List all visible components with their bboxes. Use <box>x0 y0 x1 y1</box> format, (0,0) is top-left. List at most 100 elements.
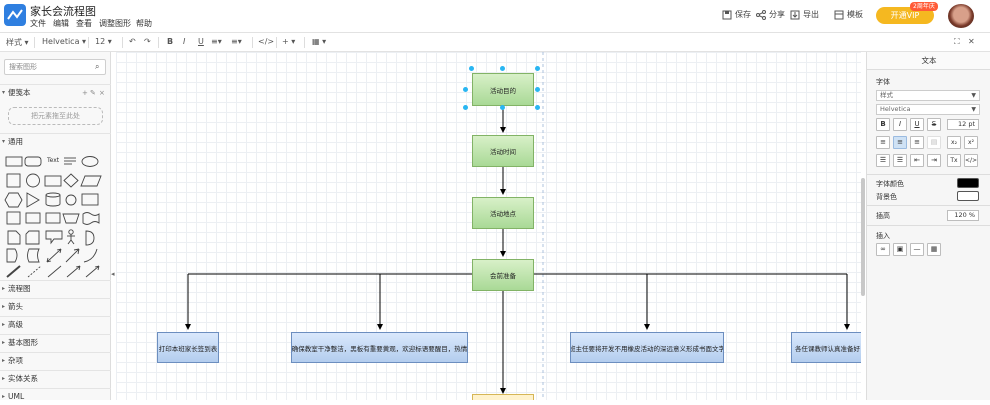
flow-node[interactable] <box>472 394 534 400</box>
style-dropdown[interactable]: 样式 ▾ <box>6 37 29 48</box>
edit-icon[interactable]: ✎ <box>90 89 96 97</box>
divider <box>867 174 990 175</box>
add-icon[interactable]: + <box>82 89 88 97</box>
fullscreen-icon[interactable]: ⛶ <box>954 37 960 46</box>
align-left-button[interactable]: ≡ <box>876 136 890 149</box>
resize-handle[interactable] <box>535 87 540 92</box>
font-color-swatch[interactable] <box>957 178 979 188</box>
section-flowchart[interactable]: ▸流程图 <box>0 280 111 296</box>
menu-file[interactable]: 文件 <box>30 19 46 28</box>
close-icon[interactable]: × <box>99 89 105 97</box>
section-notes[interactable]: ▾便笺本 + ✎ × <box>0 84 111 100</box>
export-button[interactable]: 导出 <box>790 9 819 20</box>
bold-icon[interactable]: B <box>167 37 174 46</box>
resize-handle[interactable] <box>469 66 474 71</box>
search-icon[interactable]: ⌕ <box>95 62 100 71</box>
clear-format-button[interactable]: Tx <box>947 154 961 167</box>
scratchpad-dropzone[interactable]: 把元素拖至此处 <box>8 107 103 125</box>
triangle-shape <box>26 192 40 208</box>
indent-button[interactable]: ⇥ <box>927 154 941 167</box>
section-basic[interactable]: ▸基本图形 <box>0 334 111 350</box>
italic-icon[interactable]: I <box>183 37 186 46</box>
resize-handle[interactable] <box>535 105 540 110</box>
superscript-button[interactable]: x² <box>964 136 978 149</box>
menu-arrange[interactable]: 调整图形 <box>99 19 131 28</box>
document-title[interactable]: 家长会流程图 <box>30 5 96 18</box>
underline-icon[interactable]: U <box>198 37 204 46</box>
line-height-input[interactable]: 120 % <box>947 210 979 221</box>
tab-text[interactable]: 文本 <box>867 52 990 70</box>
font-size-dropdown[interactable]: 12 ▾ <box>95 37 112 46</box>
font-select[interactable]: Helvetica▼ <box>876 104 980 115</box>
font-dropdown[interactable]: Helvetica ▾ <box>42 37 86 46</box>
section-advanced[interactable]: ▸高级 <box>0 316 111 332</box>
table-icon[interactable]: ▦ <box>927 243 941 256</box>
format-panel: 文本 字体 样式▼ Helvetica▼ B I U S 12 pt ≡ ≡ ≡… <box>866 52 990 400</box>
align-center-button[interactable]: ≡ <box>893 136 907 149</box>
horizontal-rule-icon[interactable]: — <box>910 243 924 256</box>
html-button[interactable]: </> <box>964 154 978 167</box>
justify-button[interactable]: ▤ <box>927 136 941 149</box>
align-left-icon[interactable]: ≡▾ <box>211 37 222 46</box>
collapse-left-handle[interactable]: ◂ <box>111 270 115 278</box>
flow-node[interactable]: 各任课教师认真准备好 <box>791 332 861 363</box>
resize-handle[interactable] <box>535 66 540 71</box>
canvas-scrollbar[interactable] <box>861 178 865 296</box>
redo-icon[interactable]: ↷ <box>144 37 151 46</box>
align-right-button[interactable]: ≡ <box>910 136 924 149</box>
resize-handle[interactable] <box>463 87 468 92</box>
resize-handle[interactable] <box>500 66 505 71</box>
share-label: 分享 <box>769 10 785 19</box>
flow-node[interactable]: 确保教室干净整洁，黑板有重要黄观，欢迎标语要醒目，热情 <box>291 332 468 363</box>
flow-node[interactable]: 班主任要将开发不用橡皮活动的深远意义形成书面文字 <box>570 332 724 363</box>
outdent-button[interactable]: ⇤ <box>910 154 924 167</box>
section-general[interactable]: ▾通用 <box>0 133 111 149</box>
insert-icon[interactable]: + ▾ <box>282 37 296 46</box>
undo-icon[interactable]: ↶ <box>129 37 136 46</box>
flow-node[interactable]: 打印本班家长签到表 <box>157 332 219 363</box>
align-center-icon[interactable]: ≡▾ <box>231 37 242 46</box>
share-button[interactable]: 分享 <box>756 9 785 20</box>
html-icon[interactable]: </> <box>258 37 275 46</box>
menu-help[interactable]: 帮助 <box>136 19 152 28</box>
underline-button[interactable]: U <box>910 118 924 131</box>
flow-node-label: 确保教室干净整洁，黑板有重要黄观，欢迎标语要醒目，热情 <box>291 344 468 353</box>
strikethrough-button[interactable]: S <box>927 118 941 131</box>
menu-view[interactable]: 查看 <box>76 19 92 28</box>
search-input[interactable]: 搜索图形 <box>4 59 106 75</box>
collapse-icon[interactable]: ✕ <box>968 37 975 46</box>
subscript-button[interactable]: x₂ <box>947 136 961 149</box>
diagram-canvas[interactable]: 活动目的 活动时间 活动地点 会前准备 打印本班家长签到表 确保教室干净整洁，黑… <box>116 52 861 400</box>
link-icon[interactable]: ∞ <box>876 243 890 256</box>
table-icon[interactable]: ▦ ▾ <box>312 37 327 46</box>
flow-node-label: 活动时间 <box>490 148 516 156</box>
flow-node[interactable]: 活动时间 <box>472 135 534 167</box>
diamond-shape <box>63 173 79 188</box>
bidirectional-arrow-shape <box>46 248 62 263</box>
flow-node[interactable]: 活动地点 <box>472 197 534 229</box>
image-icon[interactable]: ▣ <box>893 243 907 256</box>
menu-edit[interactable]: 编辑 <box>53 19 69 28</box>
background-color-swatch[interactable] <box>957 191 979 201</box>
bullet-list-button[interactable]: ☰ <box>893 154 907 167</box>
section-entity-relation[interactable]: ▸实体关系 <box>0 370 111 386</box>
font-size-input[interactable]: 12 pt <box>947 119 979 130</box>
flow-node[interactable]: 会前准备 <box>472 259 534 291</box>
style-select[interactable]: 样式▼ <box>876 90 980 101</box>
resize-handle[interactable] <box>463 105 468 110</box>
section-misc[interactable]: ▸杂项 <box>0 352 111 368</box>
italic-button[interactable]: I <box>893 118 907 131</box>
section-basic-label: 基本图形 <box>8 338 38 347</box>
vip-button[interactable]: 开通VIP <box>876 7 934 24</box>
avatar[interactable] <box>948 4 974 28</box>
bold-button[interactable]: B <box>876 118 890 131</box>
text-shape[interactable]: Text <box>47 157 60 164</box>
section-uml[interactable]: ▸UML <box>0 388 111 404</box>
section-arrows[interactable]: ▸箭头 <box>0 298 111 314</box>
save-button[interactable]: 保存 <box>722 9 751 20</box>
numbered-list-button[interactable]: ☰ <box>876 154 890 167</box>
flow-node[interactable]: 活动目的 <box>472 73 534 106</box>
template-button[interactable]: 模板 <box>834 9 863 20</box>
resize-handle[interactable] <box>500 105 505 110</box>
style-dropdown-label: 样式 <box>6 38 22 47</box>
